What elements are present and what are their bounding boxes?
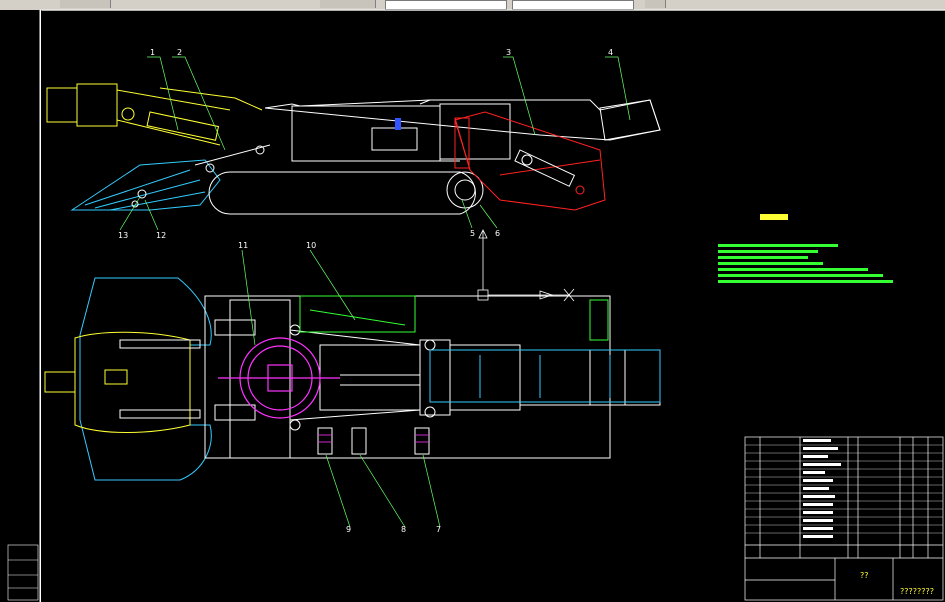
part-label-11: 11 <box>238 241 248 250</box>
title-block-part-name: ?? <box>860 571 869 580</box>
part-label-3: 3 <box>506 48 511 57</box>
bom-rows <box>745 444 943 534</box>
operator-seat-icon <box>395 118 401 130</box>
revision-strip <box>7 544 39 601</box>
toolbar-button-1[interactable] <box>60 0 111 8</box>
side-view <box>46 83 661 215</box>
title-block <box>744 436 944 601</box>
part-label-2: 2 <box>177 48 182 57</box>
plan-view <box>44 277 661 481</box>
technical-requirements <box>718 214 893 283</box>
layer-dropdown[interactable] <box>385 0 507 10</box>
cad-toolbar <box>0 0 945 11</box>
part-label-8: 8 <box>401 525 406 534</box>
view-direction-arrows <box>477 229 575 302</box>
part-label-7: 7 <box>436 525 441 534</box>
part-label-12: 12 <box>156 231 166 240</box>
part-label-6: 6 <box>495 229 500 238</box>
title-block-drawing-number: ???????? <box>900 587 934 596</box>
part-label-5: 5 <box>470 229 475 238</box>
toolbar-button-2[interactable] <box>320 0 376 8</box>
part-label-9: 9 <box>346 525 351 534</box>
linetype-dropdown[interactable] <box>512 0 634 10</box>
model-space-left-margin <box>0 10 42 602</box>
bom-text-placeholders <box>803 439 841 538</box>
toolbar-button-3[interactable] <box>645 0 666 8</box>
part-label-1: 1 <box>150 48 155 57</box>
part-label-13: 13 <box>118 231 128 240</box>
part-label-10: 10 <box>306 241 316 250</box>
part-label-4: 4 <box>608 48 613 57</box>
